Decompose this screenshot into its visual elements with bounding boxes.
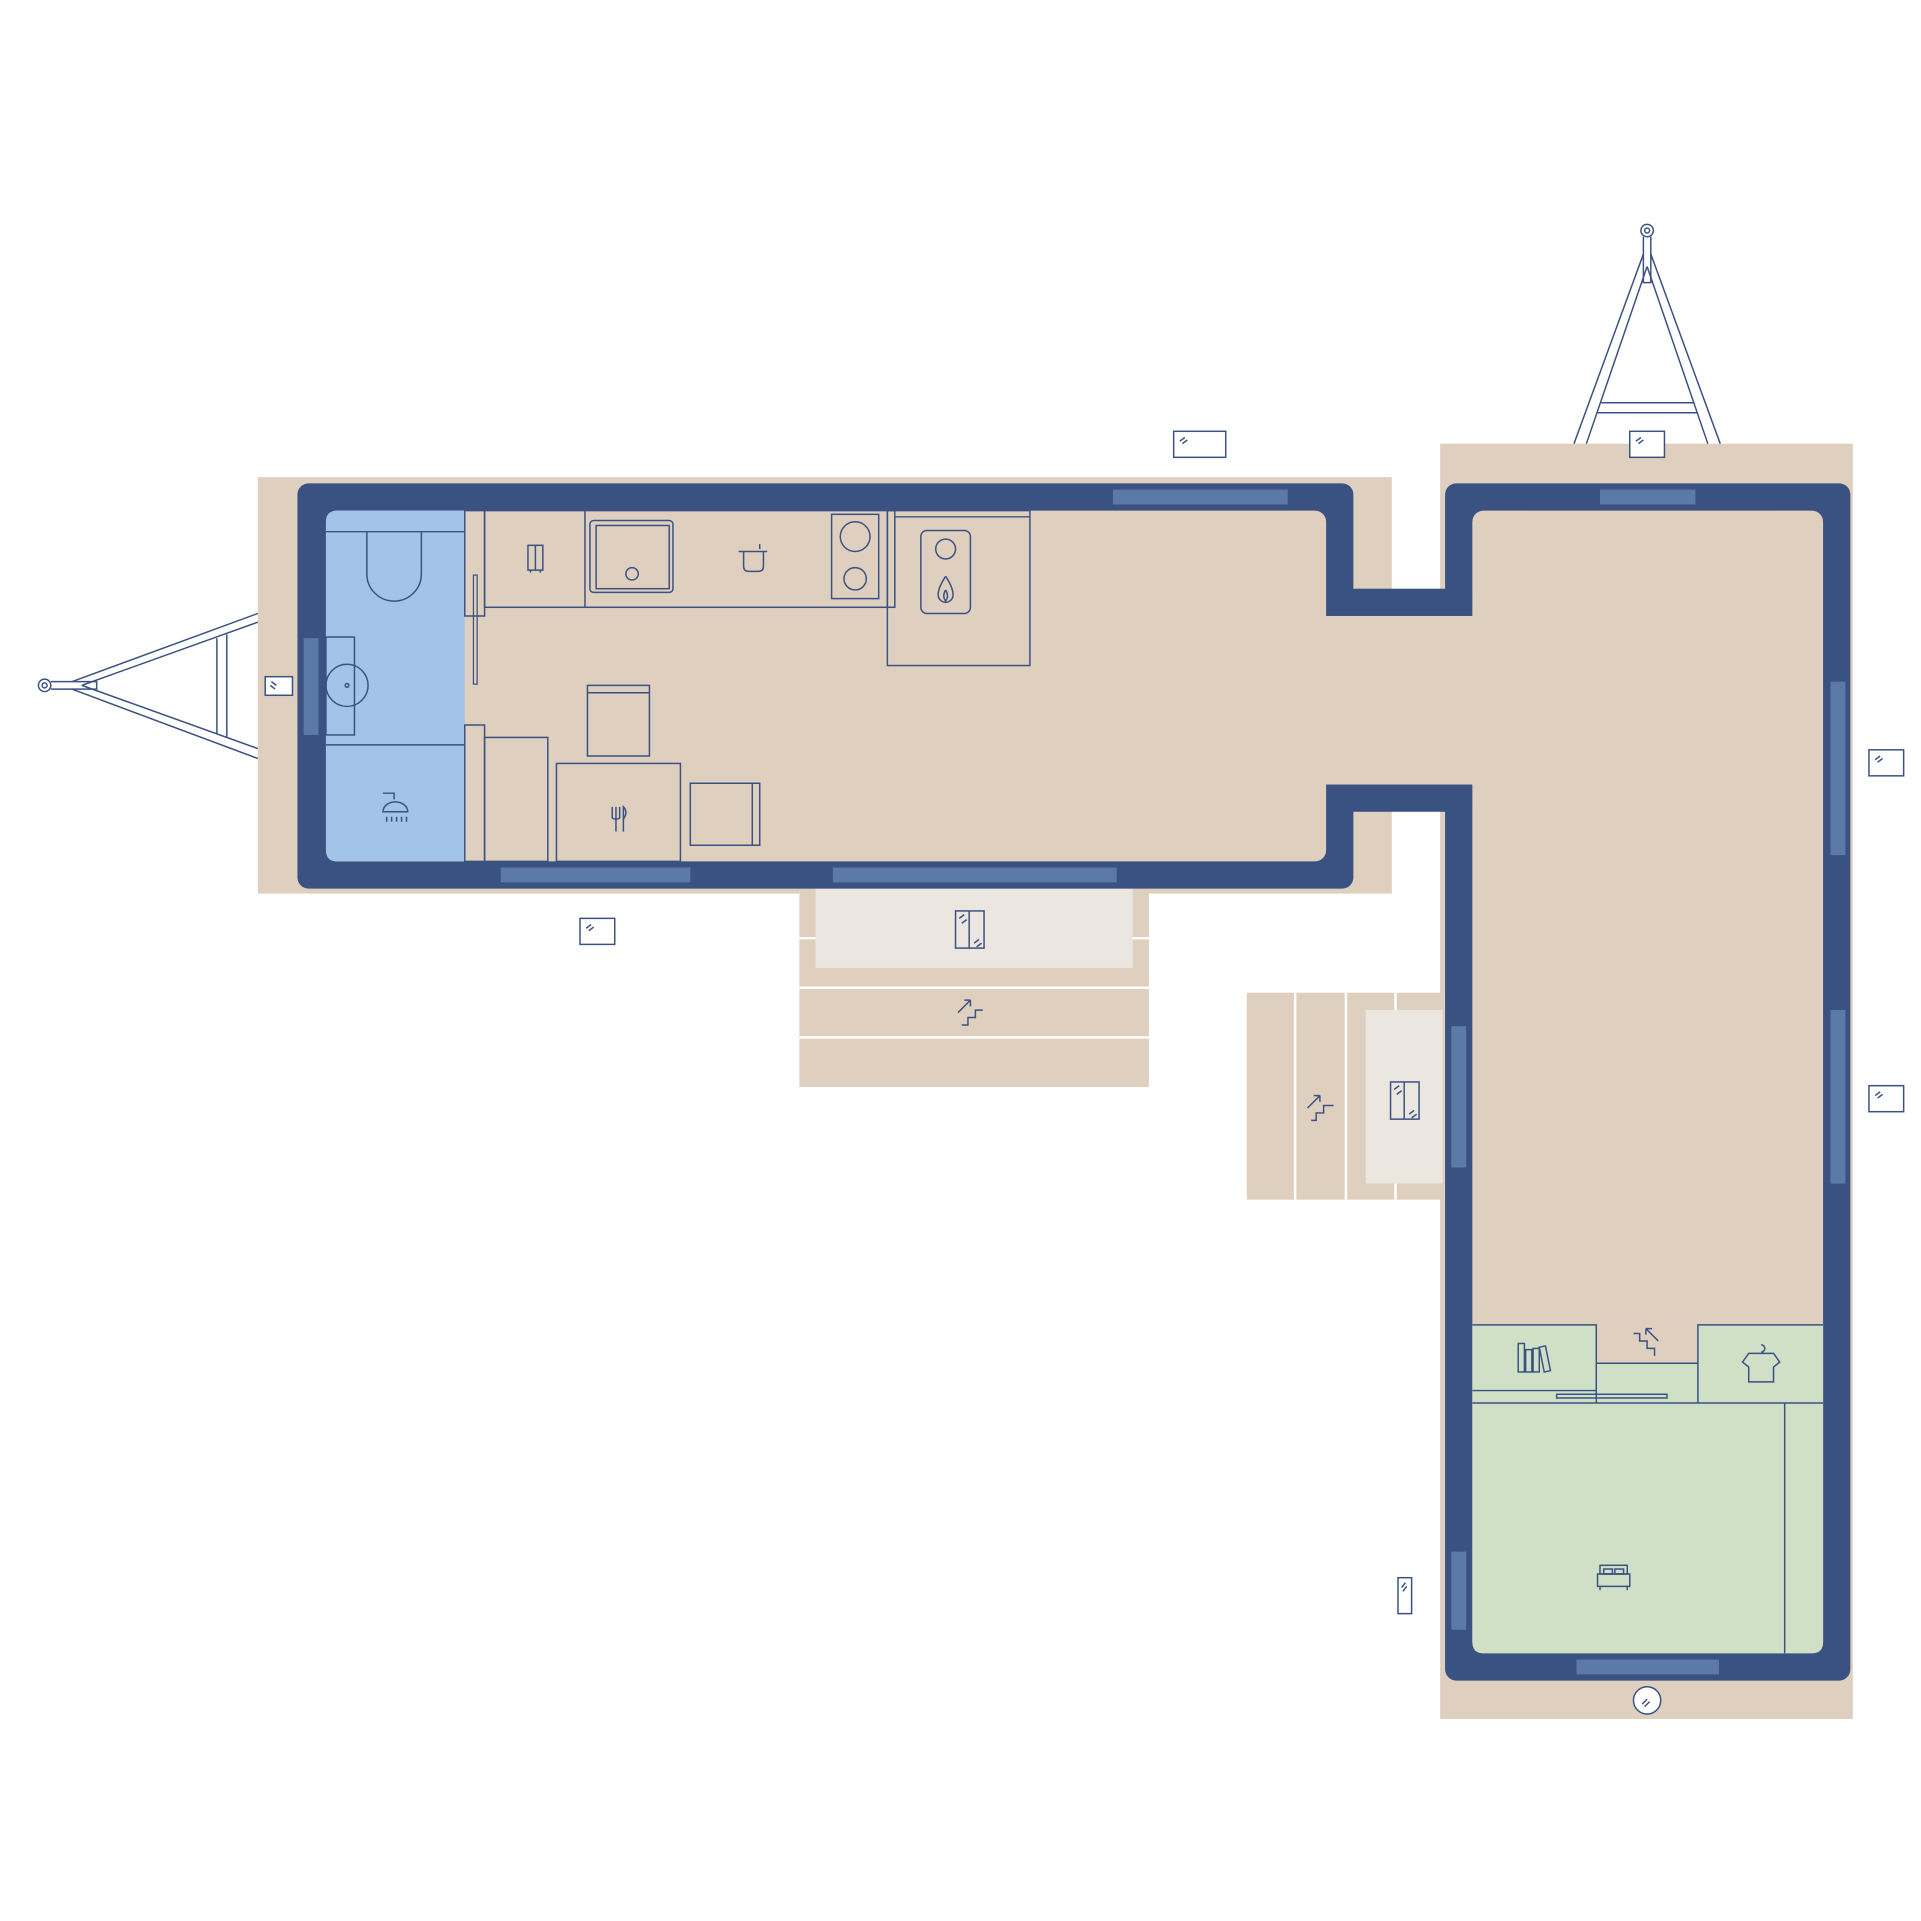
shower-icon [382, 792, 409, 822]
exterior-lights [264, 430, 1905, 1715]
stairs-icon [957, 999, 983, 1026]
bookshelf-icon [1517, 1342, 1552, 1373]
window [1830, 1010, 1846, 1184]
utility-cabinet[interactable] [886, 509, 1031, 667]
window [303, 638, 319, 735]
bedroom[interactable] [1472, 1324, 1824, 1654]
exterior-light-icon [1629, 430, 1666, 459]
dining-icon [611, 805, 627, 832]
window [1451, 1026, 1467, 1168]
exterior-light-icon [1868, 1084, 1905, 1113]
window [1600, 489, 1696, 505]
exterior-light-icon [1172, 430, 1227, 459]
bathroom-door[interactable] [472, 574, 478, 685]
fridge-icon [527, 544, 544, 573]
door-icon[interactable] [954, 910, 985, 949]
cooking-pot-icon [738, 544, 768, 573]
window [1112, 489, 1288, 505]
side-door-icon[interactable] [1389, 1081, 1420, 1120]
wardrobe-shirt-icon [1741, 1343, 1781, 1383]
bed-icon [1596, 1564, 1631, 1591]
exterior-light-icon [579, 917, 616, 946]
dining-area[interactable] [483, 684, 761, 863]
bathroom[interactable] [325, 510, 465, 862]
water-heater-flame-icon [937, 575, 954, 603]
window [1451, 1551, 1467, 1630]
exterior-light-icon [1868, 749, 1905, 777]
stairs-up-icon [1633, 1327, 1659, 1356]
side-stairs-icon [1306, 1094, 1334, 1122]
window [1830, 681, 1846, 856]
entry-landing [815, 888, 1133, 968]
front-porch-stairs[interactable] [799, 888, 1149, 1087]
exterior-light-icon [1397, 1576, 1413, 1615]
window [500, 867, 691, 883]
windows [303, 489, 1846, 1675]
toilet-icon [366, 531, 423, 602]
kitchen-sink-icon [589, 519, 674, 594]
exterior-light-icon [1632, 1686, 1662, 1715]
side-porch-stairs[interactable] [1246, 992, 1443, 1200]
window [1576, 1659, 1719, 1675]
stove-icon [830, 513, 880, 600]
window [832, 867, 1117, 883]
sink-icon [325, 636, 369, 736]
exterior-light-icon [264, 675, 294, 697]
top-trailer-hitch-icon [1573, 223, 1721, 444]
left-trailer-hitch-icon [37, 612, 259, 760]
